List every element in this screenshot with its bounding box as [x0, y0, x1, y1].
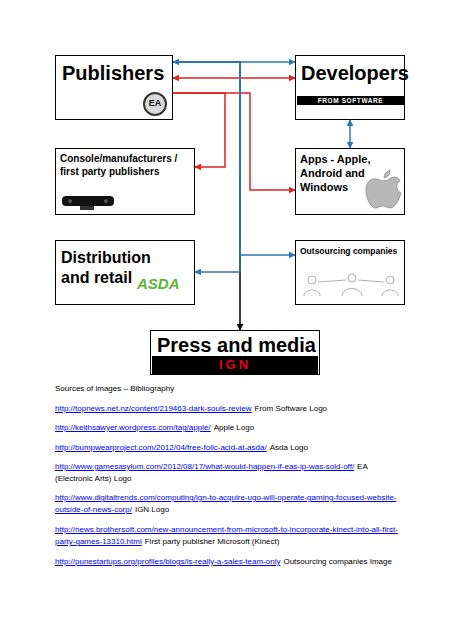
- bibliography-row: Sources of images – Bibliography: [55, 383, 400, 395]
- ea-logo-text: EA: [144, 98, 166, 109]
- bibliography-row: http://bumpwearproject.com/2012/04/free-…: [55, 442, 400, 454]
- source-url: http://www.gamesasylum.com/2012/08/17/wh…: [55, 462, 354, 471]
- outsourcing-box: Outsourcing companies: [295, 240, 405, 305]
- publishers-box: Publishers: [55, 55, 173, 120]
- ign-logo-text: IGN: [152, 357, 318, 372]
- console-box: Console/manufacturers / first party publ…: [55, 148, 195, 215]
- bibliography-row: http://www.gamesasylum.com/2012/08/17/wh…: [55, 461, 400, 485]
- fromsoftware-logo-text: FROM SOFTWARE: [297, 97, 404, 106]
- node-title: Console/manufacturers / first party publ…: [60, 153, 192, 178]
- node-title: Apps - Apple, Android and Windows: [300, 153, 376, 194]
- bibliography-row: http://topnews.net.nz/content/219463-dar…: [55, 403, 400, 415]
- apps-box: Apps - Apple, Android and Windows: [295, 148, 405, 215]
- distribution-box: Distribution and retail: [55, 240, 195, 305]
- bibliography-heading: Sources of images – Bibliography: [55, 384, 174, 393]
- arrow-connector: [349, 120, 351, 148]
- node-title: Press and media: [157, 333, 317, 358]
- bibliography-row: http://keithsawyer.wordpress.com/tag/app…: [55, 422, 400, 434]
- bibliography-row: http://news.brothersoft.com/new-announce…: [55, 524, 400, 548]
- bibliography-row: http://punestartups.org/profiles/blogs/i…: [55, 556, 400, 568]
- source-url: http://www.digitaltrends.com/computing/i…: [55, 493, 397, 514]
- bibliography-row: http://www.digitaltrends.com/computing/i…: [55, 492, 400, 516]
- node-title: Developers: [301, 61, 405, 86]
- source-url: http://topnews.net.nz/content/219463-dar…: [55, 404, 252, 413]
- source-description: IGN Logo: [135, 505, 169, 514]
- source-url: http://bumpwearproject.com/2012/04/free-…: [55, 443, 267, 452]
- arrow-connector: [173, 77, 295, 79]
- asda-logo-text: ASDA: [137, 275, 187, 292]
- source-url: http://punestartups.org/profiles/blogs/i…: [55, 557, 280, 566]
- source-description: Asda Logo: [270, 443, 308, 452]
- source-description: From Software Logo: [255, 404, 327, 413]
- source-description: First party publisher Microsoft (Kinect): [145, 537, 280, 546]
- node-title: Outsourcing companies: [300, 246, 404, 257]
- source-description: Apple Logo: [214, 423, 254, 432]
- node-title: Publishers: [62, 61, 170, 86]
- developers-box: Developers: [295, 55, 405, 120]
- source-url: http://keithsawyer.wordpress.com/tag/app…: [55, 423, 211, 432]
- source-description: Outsourcing companies Image: [283, 557, 392, 566]
- arrow-connector: [173, 61, 295, 63]
